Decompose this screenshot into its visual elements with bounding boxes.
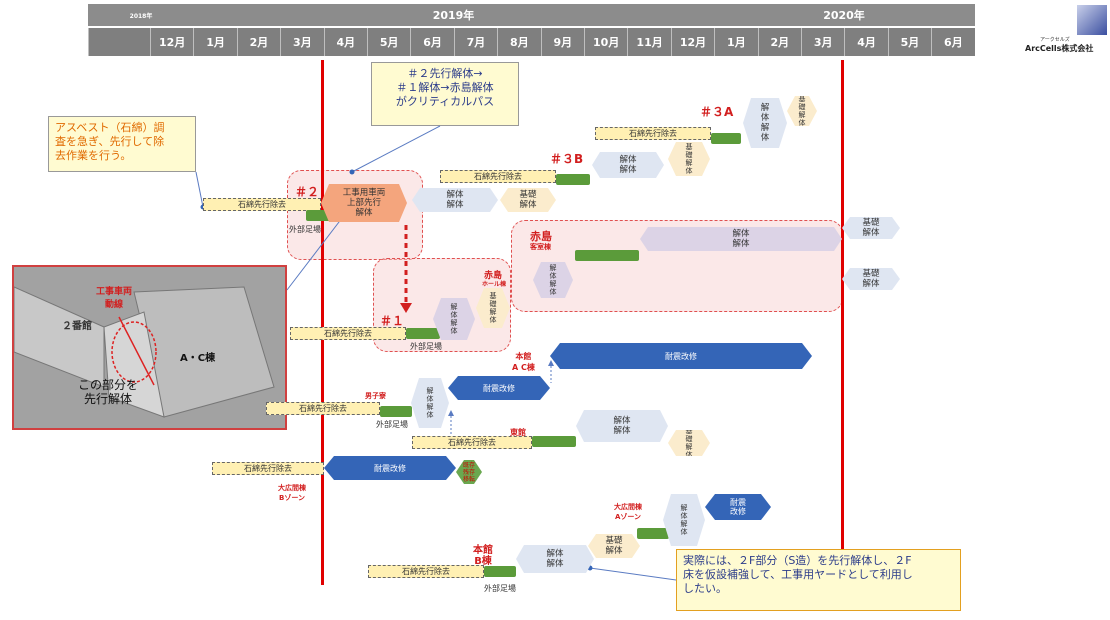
month-cell: 2月	[236, 28, 281, 56]
label-gaibu-3: 外部足場	[376, 420, 408, 429]
task-demolish-danshi: 解 体 解 体	[411, 378, 449, 428]
task-foundation-honkan-b: 基礎 解体	[588, 534, 640, 558]
task-foundation-akajima-a: 基礎 解体	[842, 217, 900, 239]
label-honkan-ac: 本館 A C棟	[512, 352, 535, 372]
label-n1: ＃１	[380, 314, 405, 328]
header-year-2019: 2019年	[194, 4, 713, 26]
note-actual: 実際には、２F部分（S造）を先行解体し、２F 床を仮設補強して、工事用ヤードとし…	[676, 549, 961, 611]
month-cell: 12月	[670, 28, 715, 56]
month-cell: 3月	[280, 28, 324, 56]
month-cell: 5月	[887, 28, 932, 56]
header-year-2018: 2018年	[88, 4, 194, 26]
asbestos-bar-n1: 石綿先行除去	[290, 327, 406, 340]
month-cell: 8月	[497, 28, 541, 56]
month-cell: 3月	[801, 28, 845, 56]
task-demolish-oohiroma-a: 解 体 解 体	[663, 494, 705, 546]
photo-ac: A・C棟	[180, 353, 216, 364]
asbestos-bar-honkan-b: 石綿先行除去	[368, 565, 484, 578]
seismic-bar-honkan-ac: 耐震改修	[550, 343, 812, 369]
label-akajima-sub: 客室棟	[530, 243, 551, 251]
scaffold-bar-n3a	[711, 133, 741, 144]
task-demolish-akajima-main: 解体 解体	[640, 227, 842, 251]
scaffold-bar-honkan-b	[484, 566, 516, 577]
month-cell: 10月	[584, 28, 628, 56]
milestone-line-left	[321, 60, 324, 585]
label-n3a: ＃３A	[700, 105, 734, 119]
month-cell: 6月	[931, 28, 975, 56]
asbestos-bar-n3b: 石綿先行除去	[440, 170, 556, 183]
task-foundation-n2: 基礎 解体	[500, 188, 556, 212]
month-cell: 1月	[714, 28, 758, 56]
month-cell: 12月	[150, 28, 194, 56]
task-demolish-akajima: 解 体 解 体	[533, 262, 573, 298]
task-demolish-honkan-b: 解体 解体	[516, 545, 594, 573]
task-demolish-n3b: 解体 解体	[592, 152, 664, 178]
scaffold-bar-higashi	[532, 436, 576, 447]
scaffold-bar-n3b	[556, 174, 590, 185]
label-akajima-hall-sub: ホール棟	[482, 281, 507, 288]
seismic-bar-danshi: 耐震改修	[448, 376, 550, 400]
task-foundation-akajima-b: 基礎 解体	[842, 268, 900, 290]
label-oohiroma-b: 大広間棟 Bゾーン	[278, 484, 306, 502]
seismic-bar-oohiroma-a: 耐震 改修	[705, 494, 771, 520]
scaffold-bar-danshi	[380, 406, 412, 417]
photo-route: 工事車両 動線	[96, 287, 133, 310]
site-photo: ２番館 A・C棟 工事車両 動線 この部分を 先行解体	[12, 265, 287, 430]
asbestos-bar-danshi: 石綿先行除去	[266, 402, 380, 415]
note-critical-path: ＃２先行解体→ ＃１解体→赤島解体 がクリティカルパス	[371, 62, 519, 126]
seismic-bar-oohiroma-b: 耐震改修	[324, 456, 456, 480]
task-demolish-n1: 解 体 解 体	[433, 298, 475, 340]
month-cell: 7月	[453, 28, 498, 56]
label-n2: ＃２	[295, 185, 320, 199]
note-asbestos: アスベスト（石綿）調 査を急ぎ、先行して除 去作業を行う。	[48, 116, 196, 172]
label-akajima: 赤島	[530, 230, 552, 243]
month-cell: 4月	[323, 28, 367, 56]
scaffold-bar-n2	[306, 210, 340, 221]
month-cell: 6月	[410, 28, 454, 56]
photo-building2: ２番館	[62, 321, 92, 332]
scaffold-bar-akajima	[575, 250, 639, 261]
label-gaibu-4: 外部足場	[484, 584, 516, 593]
label-gaibu-1: 外部足場	[289, 225, 321, 234]
label-n3b: ＃３B	[550, 152, 584, 166]
task-demolish-higashi: 解体 解体	[576, 410, 668, 442]
asbestos-bar-n2: 石綿先行除去	[203, 198, 321, 211]
photo-demolish: この部分を 先行解体	[78, 378, 139, 406]
task-foundation-higashi: 基 礎 解 体	[668, 430, 710, 456]
task-kouji-n2: 工事用車両 上部先行 解体	[321, 184, 407, 222]
header-year-2020: 2020年	[713, 4, 975, 26]
month-cell: 11月	[627, 28, 671, 56]
label-gaibu-2: 外部足場	[410, 342, 442, 351]
asbestos-bar-oohiroma-b: 石綿先行除去	[212, 462, 324, 475]
scaffold-bar-n1	[406, 328, 440, 339]
scaffold-bar-oohiroma-a	[637, 528, 669, 539]
month-cell: 9月	[540, 28, 584, 56]
logo-kana: アークセルズ	[1040, 37, 1070, 43]
label-danshi: 男子寮	[365, 392, 386, 400]
month-cell: 2月	[757, 28, 801, 56]
task-demolish-n2: 解体 解体	[412, 188, 498, 212]
milestone-line-right	[841, 60, 844, 585]
header-blank	[88, 28, 150, 56]
building-drawing	[14, 267, 285, 428]
month-cell: 1月	[193, 28, 237, 56]
label-oohiroma-a: 大広間棟 Aゾーン	[614, 503, 642, 521]
month-cell: 4月	[844, 28, 888, 56]
logo-mark	[1077, 5, 1107, 35]
label-akajima-hall: 赤島	[484, 271, 503, 281]
task-foundation-n1: 基 礎 解 体	[476, 288, 510, 328]
asbestos-bar-n3a: 石綿先行除去	[595, 127, 711, 140]
asbestos-bar-higashi: 石綿先行除去	[412, 436, 532, 449]
label-higashi: 東館	[510, 428, 526, 437]
task-demolish-n3a: 解 体 解 体	[743, 98, 787, 148]
logo-text: ArcCells株式会社	[1025, 44, 1094, 53]
task-foundation-n3b: 基 礎 解 体	[668, 142, 710, 176]
label-honkan-b: 本館 B棟	[473, 545, 493, 567]
month-cell: 5月	[367, 28, 411, 56]
